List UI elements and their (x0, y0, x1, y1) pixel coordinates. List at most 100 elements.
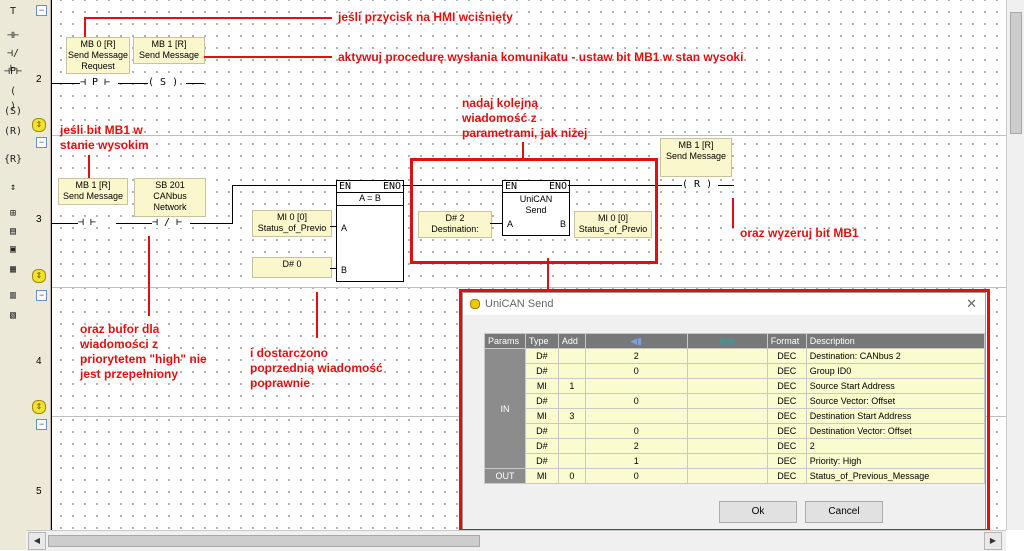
cell-format: DEC (766, 423, 807, 439)
tag-mb1-send-message[interactable]: MB 1 [R]Send Message (133, 37, 205, 64)
cancel-button[interactable]: Cancel (805, 501, 883, 523)
pointer-tool-icon[interactable]: T (9, 6, 17, 17)
normally-open-contact[interactable]: ⊣ ⊢ (78, 217, 97, 228)
reset-range-tool-icon[interactable]: {R} (4, 154, 23, 165)
scroll-left-icon[interactable]: ◀ (28, 532, 46, 550)
dialog-title: UniCAN Send (485, 298, 554, 310)
tag-mb1-send-message[interactable]: MB 1 [R]Send Message (58, 178, 128, 205)
bookmark-icon[interactable]: ⇕ (32, 400, 46, 414)
tag-mi0-status-output[interactable]: MI 0 [0]Status_of_Previo (574, 211, 652, 238)
collapse-rung-icon[interactable]: − (36, 419, 47, 430)
wire (190, 223, 232, 224)
cell-address[interactable] (686, 468, 768, 484)
bookmark-icon[interactable]: ⇕ (32, 269, 46, 283)
annotation-leader (522, 142, 524, 158)
table-tool-icon[interactable]: ▤ (9, 226, 17, 237)
tag-mb1-reset[interactable]: MB 1 [R]Send Message (660, 138, 732, 177)
tag-d0-constant[interactable]: D# 0 (252, 257, 332, 278)
wire (186, 83, 204, 84)
nc-contact-tool-icon[interactable]: ⊣/⊢ (6, 48, 20, 74)
vertical-scroll-thumb[interactable] (1010, 12, 1022, 134)
ok-button[interactable]: Ok (719, 501, 797, 523)
vertical-scrollbar[interactable] (1006, 0, 1024, 530)
annotation-leader (88, 155, 90, 178)
annotation-leader (204, 56, 332, 58)
wire (330, 226, 337, 227)
jump-tool-icon[interactable]: ▧ (9, 310, 17, 321)
table-row[interactable]: D# 2 DEC 2 (485, 438, 986, 454)
cell-add[interactable] (557, 453, 586, 469)
set-coil-tool-icon[interactable]: (S) (4, 106, 23, 117)
en-pin: EN (339, 181, 352, 192)
cell-description: Group ID0 (805, 363, 986, 379)
cell-add[interactable]: 0 (557, 468, 586, 484)
cell-operand[interactable] (584, 408, 688, 424)
table-row[interactable]: MI 3 DEC Destination Start Address (485, 408, 986, 424)
cell-type: D# (524, 423, 559, 439)
wire (52, 223, 78, 224)
params-table: Params Type Add ◀▮ ◎◎ Format Description… (484, 333, 986, 484)
cell-format: DEC (766, 378, 807, 394)
tag-mi0-status-previous[interactable]: MI 0 [0]Status_of_Previo (252, 210, 332, 237)
bookmark-icon[interactable]: ⇕ (32, 118, 46, 132)
scroll-right-icon[interactable]: ▶ (984, 532, 1002, 550)
label-tool-icon[interactable]: ▦ (9, 264, 17, 275)
cell-operand[interactable] (584, 378, 688, 394)
function-tool-icon[interactable]: ⊞ (9, 208, 17, 219)
dialog-title-bar: UniCAN Send ✕ (463, 293, 985, 315)
cell-description: Destination Vector: Offset (805, 423, 986, 439)
cell-add[interactable] (557, 438, 586, 454)
unican-send-dialog: UniCAN Send ✕ Params Type Add ◀▮ ◎◎ Form… (462, 292, 986, 530)
subroutine-tool-icon[interactable]: ▥ (9, 290, 17, 301)
cell-address[interactable] (686, 423, 768, 439)
cell-address[interactable] (686, 348, 768, 364)
pin-a: A (507, 219, 514, 229)
annotation-leader (148, 236, 150, 316)
reset-coil-tool-icon[interactable]: (R) (4, 126, 23, 137)
set-coil[interactable]: ( S ) (148, 77, 179, 88)
wire (116, 223, 152, 224)
horizontal-scroll-thumb[interactable] (48, 535, 480, 547)
cell-type: D# (524, 393, 559, 409)
collapse-rung-icon[interactable]: − (36, 290, 47, 301)
cell-add[interactable] (557, 363, 586, 379)
move-tool-icon[interactable]: ↕ (9, 182, 17, 193)
highlight-unican-block (410, 158, 658, 264)
rung-number: 3 (36, 214, 42, 225)
normally-closed-contact[interactable]: ⊣ / ⊢ (152, 217, 183, 228)
reset-coil[interactable]: ( R ) (682, 179, 713, 190)
collapse-rung-icon[interactable]: − (36, 5, 47, 16)
collapse-rung-icon[interactable]: − (36, 137, 47, 148)
table-row[interactable]: IN D# 2 DEC Destination: CANbus 2 (484, 348, 986, 469)
table-row[interactable]: D# 0 DEC Source Vector: Offset (485, 393, 986, 409)
wire (232, 185, 233, 224)
cell-operand[interactable]: 0 (584, 468, 688, 484)
table-row[interactable]: MI 1 DEC Source Start Address (485, 378, 986, 394)
wire (490, 223, 502, 224)
close-icon[interactable]: ✕ (966, 296, 977, 311)
comment-tool-icon[interactable]: ▣ (9, 244, 17, 255)
horizontal-scrollbar[interactable]: ◀ ▶ (26, 530, 1006, 551)
coil-tool-icon[interactable]: ( ) (9, 86, 17, 112)
left-power-rail (51, 0, 52, 530)
table-row[interactable]: D# 0 DEC Group ID0 (485, 363, 986, 379)
no-contact-tool-icon[interactable]: ⊣⊢ (6, 30, 20, 41)
eno-pin: ENO (382, 181, 401, 192)
positive-edge-contact[interactable]: ⊣ P ⊢ (80, 77, 111, 88)
cell-address[interactable] (686, 393, 768, 409)
highlight-dialog (459, 289, 990, 532)
pin-a: A (341, 223, 348, 233)
cell-operand[interactable]: 0 (584, 423, 688, 439)
p-contact-tool-icon[interactable]: ⊣P⊢ (4, 66, 23, 77)
cell-description: Destination Start Address (805, 408, 986, 424)
table-row[interactable]: OUT MI 0 0 DEC Status_of_Previous_Messag… (484, 468, 986, 484)
table-row[interactable]: D# 0 DEC Destination Vector: Offset (485, 423, 986, 439)
compare-block-title: A = B (359, 193, 381, 203)
